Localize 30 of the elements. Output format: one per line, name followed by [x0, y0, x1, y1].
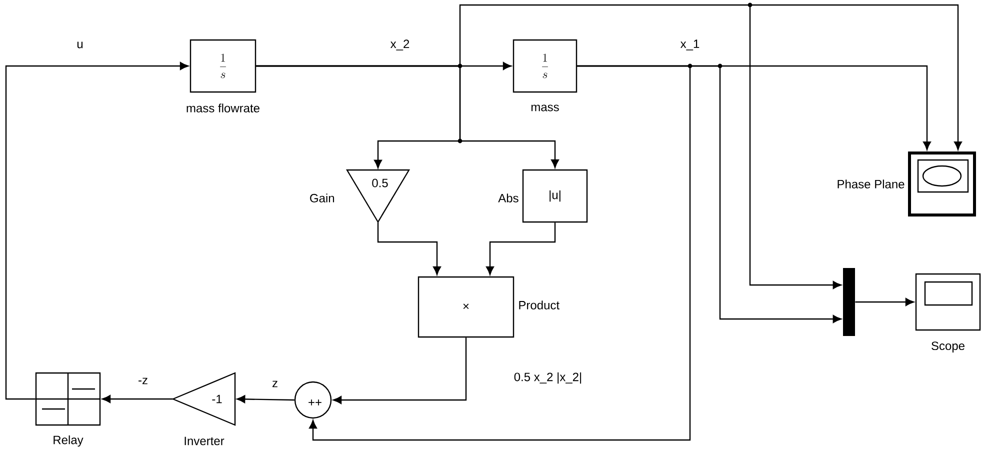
block-label: mass: [531, 104, 559, 112]
abs-block: |u|: [522, 169, 588, 223]
connector: [236, 395, 294, 404]
block-label: Relay: [54, 435, 84, 447]
block-label: Abs: [498, 194, 518, 202]
connector: [333, 338, 467, 404]
signal-label: -z: [137, 376, 149, 386]
product-block: ×: [418, 276, 514, 338]
connector: [855, 298, 914, 306]
block-label: Inverter: [184, 436, 224, 446]
block-label: Product: [519, 300, 560, 310]
signal-label: x_2: [389, 38, 411, 52]
signal-label: 0.5 x_2 |x_2|: [512, 371, 584, 385]
integrator-block: $\frac{1}{s}$: [512, 39, 578, 93]
connector: [309, 65, 691, 441]
connector: [486, 222, 556, 275]
connector: [750, 4, 962, 150]
connector: [256, 4, 750, 67]
signal-label: u: [76, 40, 84, 50]
block-label: Phase Plane: [838, 180, 904, 188]
signal-label: x_1: [679, 38, 701, 52]
integrator-block: $\frac{1}{s}$: [190, 39, 256, 93]
block-label: Gain: [310, 194, 334, 202]
block-label: Scope: [932, 342, 964, 352]
block-label: mass flowrate: [186, 104, 260, 112]
connector: [749, 5, 842, 289]
signal-label: z: [271, 380, 279, 388]
connector: [5, 62, 188, 400]
connector: [377, 222, 441, 275]
connector: [102, 395, 173, 403]
